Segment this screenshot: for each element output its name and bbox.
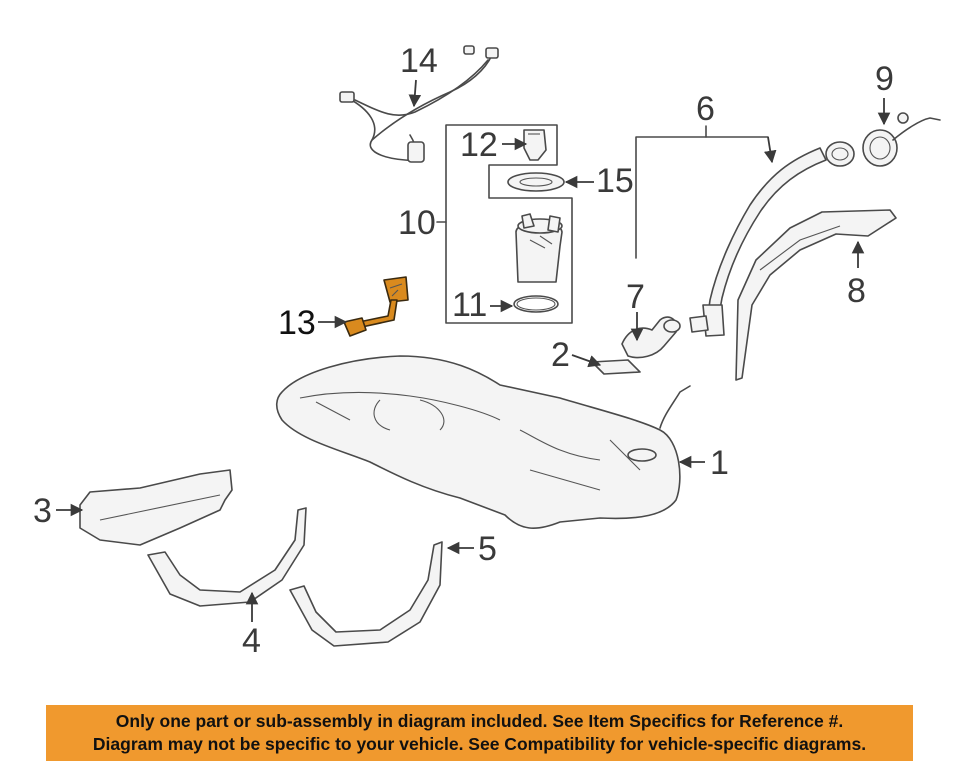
- fuel-pump-module-bracket-10: [436, 124, 573, 324]
- callout-3: 3: [33, 492, 52, 530]
- filler-pipe-part-6: [689, 141, 855, 337]
- callout-10: 10: [398, 204, 436, 242]
- pad-part-2: [591, 359, 641, 375]
- tank-strap-part-5: [289, 541, 443, 647]
- callout-7: 7: [626, 278, 645, 316]
- fuel-pump-module: [515, 213, 563, 283]
- callout-5: 5: [478, 530, 497, 568]
- callout-8: 8: [847, 272, 866, 310]
- callout-13: 13: [278, 304, 316, 342]
- callout-15: 15: [596, 162, 634, 200]
- disclaimer-line-1: Only one part or sub-assembly in diagram…: [115, 711, 844, 731]
- fuel-cap-part-9: [862, 112, 941, 167]
- callout-14: 14: [400, 42, 438, 80]
- tank-strap-part-4: [147, 507, 307, 607]
- callout-6: 6: [696, 90, 715, 128]
- disclaimer-banner: Only one part or sub-assembly in diagram…: [46, 705, 913, 761]
- callout-11: 11: [452, 286, 487, 324]
- callout-2: 2: [551, 336, 570, 374]
- fuel-pressure-regulator-part-12: [523, 129, 547, 161]
- leader-arrows: [56, 79, 891, 622]
- callout-9: 9: [875, 60, 894, 98]
- callout-1: 1: [710, 444, 729, 482]
- callout-4: 4: [242, 622, 261, 660]
- callout-12: 12: [460, 126, 498, 164]
- fuel-tank-part-1: [275, 355, 691, 529]
- seal-part-11: [513, 295, 559, 313]
- skid-plate-part-3: [79, 469, 233, 546]
- heat-shield-part-8: [735, 209, 897, 381]
- fuel-level-sensor-part-13: [343, 276, 409, 337]
- lock-ring-part-15: [507, 172, 565, 192]
- hose-part-7: [621, 316, 681, 359]
- disclaimer-line-2: Diagram may not be specific to your vehi…: [92, 734, 867, 754]
- wiring-harness-part-14: [339, 45, 499, 163]
- parts-diagram: 1 2 3 4 5 6 7 8 9 10 11 12 13 14 15: [33, 42, 941, 660]
